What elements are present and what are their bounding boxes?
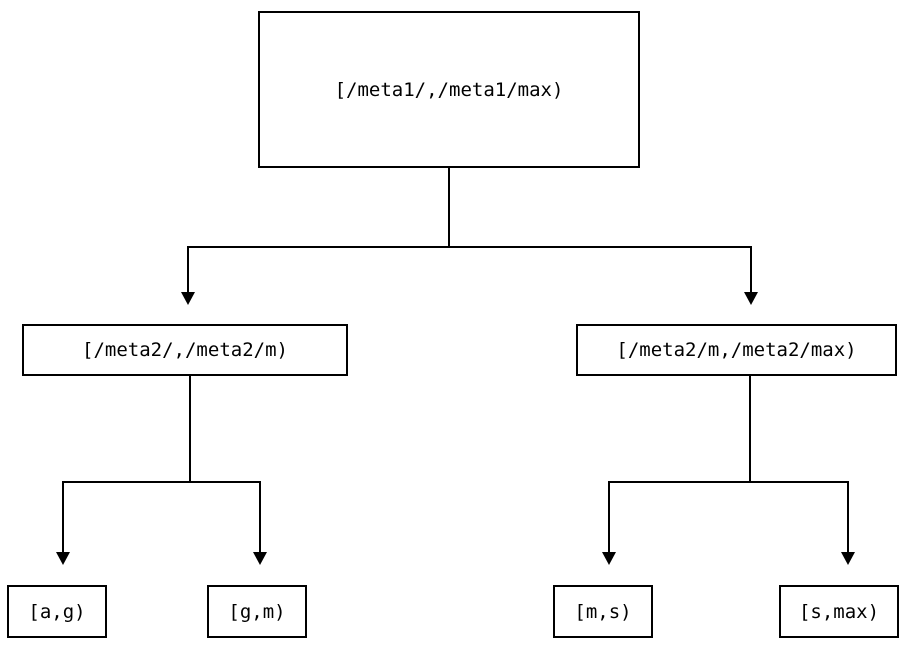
node-leaf-m-s-label: [m,s) — [574, 600, 632, 623]
arrowhead-root-to-mid-right-icon — [744, 292, 758, 305]
arrowhead-root-to-mid-left-icon — [181, 292, 195, 305]
node-leaf-a-g[interactable]: [a,g) — [7, 585, 107, 638]
edge-root-split-bar — [187, 246, 752, 248]
edge-mid-right-to-leaf-m-s-drop — [608, 481, 610, 553]
edge-mid-left-trunk — [189, 376, 191, 483]
edge-mid-left-to-leaf-a-g-drop — [62, 481, 64, 553]
node-mid-left-label: [/meta2/,/meta2/m) — [82, 339, 288, 361]
arrowhead-mid-right-to-leaf-m-s-icon — [602, 552, 616, 565]
node-leaf-g-m[interactable]: [g,m) — [207, 585, 307, 638]
node-root[interactable]: [/meta1/,/meta1/max) — [258, 11, 640, 168]
node-leaf-m-s[interactable]: [m,s) — [553, 585, 653, 638]
edge-mid-right-to-leaf-s-max-drop — [847, 481, 849, 553]
node-mid-right[interactable]: [/meta2/m,/meta2/max) — [576, 324, 897, 376]
edge-mid-right-trunk — [749, 376, 751, 483]
edge-mid-right-split-bar — [608, 481, 849, 483]
node-leaf-s-max[interactable]: [s,max) — [779, 585, 899, 638]
node-mid-right-label: [/meta2/m,/meta2/max) — [616, 339, 857, 361]
arrowhead-mid-left-to-leaf-a-g-icon — [56, 552, 70, 565]
edge-root-trunk — [448, 168, 450, 248]
node-leaf-s-max-label: [s,max) — [798, 600, 880, 623]
edge-mid-left-to-leaf-g-m-drop — [259, 481, 261, 553]
arrowhead-mid-left-to-leaf-g-m-icon — [253, 552, 267, 565]
node-mid-left[interactable]: [/meta2/,/meta2/m) — [22, 324, 348, 376]
edge-root-to-mid-right-drop — [750, 246, 752, 293]
node-leaf-g-m-label: [g,m) — [228, 600, 286, 623]
node-root-label: [/meta1/,/meta1/max) — [334, 78, 564, 101]
node-leaf-a-g-label: [a,g) — [28, 600, 86, 623]
edge-root-to-mid-left-drop — [187, 246, 189, 293]
arrowhead-mid-right-to-leaf-s-max-icon — [841, 552, 855, 565]
edge-mid-left-split-bar — [62, 481, 261, 483]
